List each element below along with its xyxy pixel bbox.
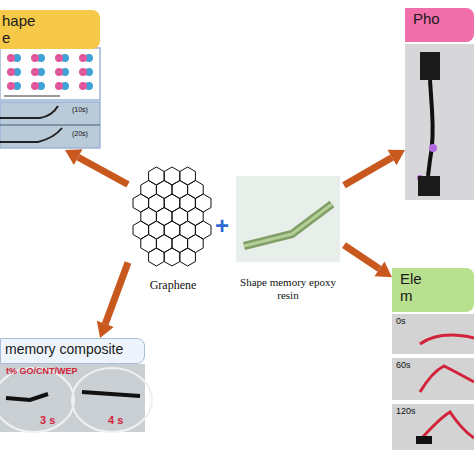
electrode — [416, 436, 432, 444]
sample-label: t% GO/CNT/WEP — [6, 366, 78, 376]
composite-strip — [420, 412, 474, 440]
epoxy-photo — [236, 176, 340, 262]
graphene-lattice — [133, 167, 211, 266]
weight-block — [418, 176, 440, 196]
panel-header: memory composite — [0, 338, 145, 364]
material-node: Shape memory epoxy resin — [232, 172, 344, 305]
time-label: 4 s — [108, 414, 123, 426]
thick-arrow — [344, 245, 392, 277]
panel-title: memory composite — [5, 341, 143, 357]
photo-divider — [0, 124, 100, 126]
time-label: 120s — [396, 406, 416, 416]
petri-dish — [72, 368, 152, 432]
clamp-block — [420, 52, 440, 80]
material-label: Graphene — [128, 278, 218, 293]
dot-pattern — [7, 54, 93, 90]
panel-title: hape e — [2, 12, 42, 47]
composite-strip — [420, 335, 474, 344]
panel-header: hape e — [0, 10, 100, 49]
epoxy-strip-highlight — [244, 204, 332, 246]
photo-frame — [392, 314, 474, 354]
time-label: 60s — [396, 360, 411, 370]
dot — [31, 68, 39, 76]
material-node: Graphene — [128, 165, 218, 295]
photo-frame — [392, 404, 474, 450]
panel-header: Pho — [405, 8, 474, 42]
time-label: 0s — [396, 316, 406, 326]
composite-strip — [82, 392, 140, 396]
dot — [79, 54, 87, 62]
photo-frame — [392, 358, 474, 400]
application-panel: Pho — [405, 8, 474, 200]
thick-arrow — [65, 149, 128, 184]
bending-strip — [0, 106, 58, 118]
dot-pattern-frame — [0, 48, 100, 100]
epoxy-strip — [244, 204, 332, 246]
light-spot — [429, 144, 437, 152]
panel-title: Pho — [413, 10, 469, 27]
dot — [7, 68, 15, 76]
panel-title: Ele m — [400, 270, 434, 305]
dot — [55, 54, 63, 62]
dot — [31, 54, 39, 62]
scale-bar — [4, 96, 60, 97]
photo-frame — [405, 44, 474, 200]
composite-strip — [420, 366, 474, 392]
thick-arrow — [97, 263, 128, 339]
thick-arrow — [344, 150, 405, 186]
time-label: (20s) — [72, 130, 88, 137]
panel-header: Ele m — [392, 268, 474, 312]
time-label: 3 s — [40, 414, 55, 426]
dot — [79, 68, 87, 76]
material-label: Shape memory epoxy resin — [232, 276, 344, 304]
dot — [55, 82, 63, 90]
dot — [7, 54, 15, 62]
dot — [55, 68, 63, 76]
petri-dish — [0, 368, 74, 432]
photo-frame — [0, 102, 100, 148]
bending-strip — [0, 128, 62, 142]
time-label: (10s) — [72, 106, 88, 113]
composite-wire — [428, 80, 433, 176]
composite-strip — [6, 394, 48, 400]
application-panel: hape e — [0, 10, 100, 150]
dot — [7, 82, 15, 90]
dot — [31, 82, 39, 90]
plus-sign: + — [215, 212, 229, 240]
dot — [79, 82, 87, 90]
